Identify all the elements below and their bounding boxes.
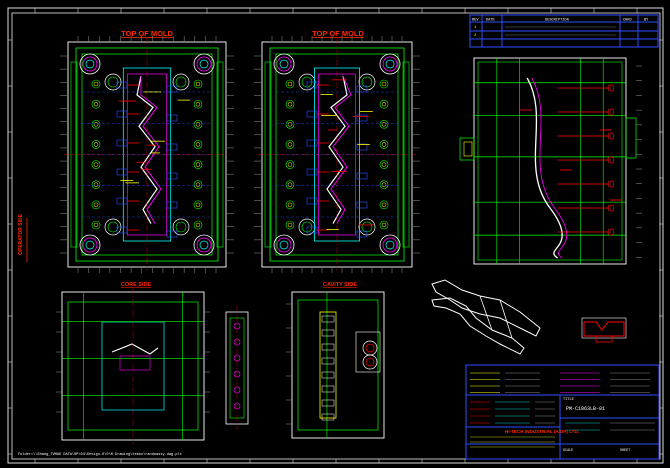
scale-label: SCALE [563,449,573,453]
rev-header-chkd: CHKD [623,19,632,23]
frame-ticks [8,8,663,463]
title-block [465,364,660,460]
file-path: Folder=\\Shang_TVMAD DATA\0P\04\Design-0… [18,452,182,457]
rev-row-1: 1 [474,26,476,30]
section-view[interactable] [459,57,642,265]
rev-header-description: DESCRIPTION [545,19,569,23]
title-label: TITLE [563,398,574,402]
company-name: HI-TECH INDUSTRIAL (ASIA) LTD. [505,429,579,434]
sheet-label: SHEET [620,449,630,453]
rev-header-by: BY [644,19,649,23]
rev-row-2: 2 [474,34,476,38]
rev-header-rev: REV [472,19,479,23]
cavity-side-label: CAVITY SIDE [323,282,357,288]
rev-header-date: DATE [486,19,495,23]
operator-side-label: OPERATOR SIDE [18,213,24,255]
part-isometric[interactable] [431,279,541,355]
detail-red-view[interactable] [581,317,627,343]
top-of-mold-label-2: TOP OF MOLD [312,29,364,38]
core-side-label: CORE SIDE [121,282,152,288]
core-side-detail[interactable] [225,305,249,430]
core-side-section[interactable] [56,288,210,444]
cavity-plan-view[interactable] [254,36,420,273]
drawing-number: PM-C1863LB-01 [566,406,605,412]
revision-block: REV DATE DESCRIPTION CHKD BY 1 2 [469,14,659,48]
top-of-mold-label-1: TOP OF MOLD [121,29,173,38]
core-plan-view[interactable] [60,36,234,273]
cavity-side-section[interactable] [286,291,385,439]
